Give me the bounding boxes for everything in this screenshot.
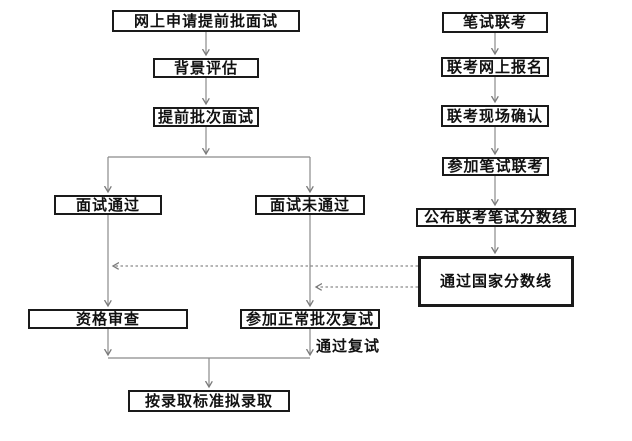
- node-interview-pass: 面试通过: [54, 195, 162, 215]
- node-onsite-confirm: 联考现场确认: [441, 105, 549, 127]
- node-background-eval: 背景评估: [153, 58, 259, 78]
- node-qualification-review: 资格审查: [28, 309, 188, 329]
- node-interview-fail: 面试未通过: [255, 195, 365, 215]
- node-early-interview: 提前批次面试: [153, 107, 259, 127]
- node-national-score-line: 通过国家分数线: [418, 256, 574, 307]
- node-apply-online: 网上申请提前批面试: [112, 10, 300, 32]
- node-written-exam: 笔试联考: [442, 12, 548, 33]
- node-online-register: 联考网上报名: [441, 57, 549, 77]
- node-admission: 按录取标准拟录取: [128, 390, 290, 412]
- node-take-exam: 参加笔试联考: [442, 157, 549, 176]
- node-score-line: 公布联考笔试分数线: [416, 208, 576, 227]
- edge-label-pass-retest: 通过复试: [316, 337, 381, 355]
- node-normal-batch-retest: 参加正常批次复试: [240, 309, 380, 329]
